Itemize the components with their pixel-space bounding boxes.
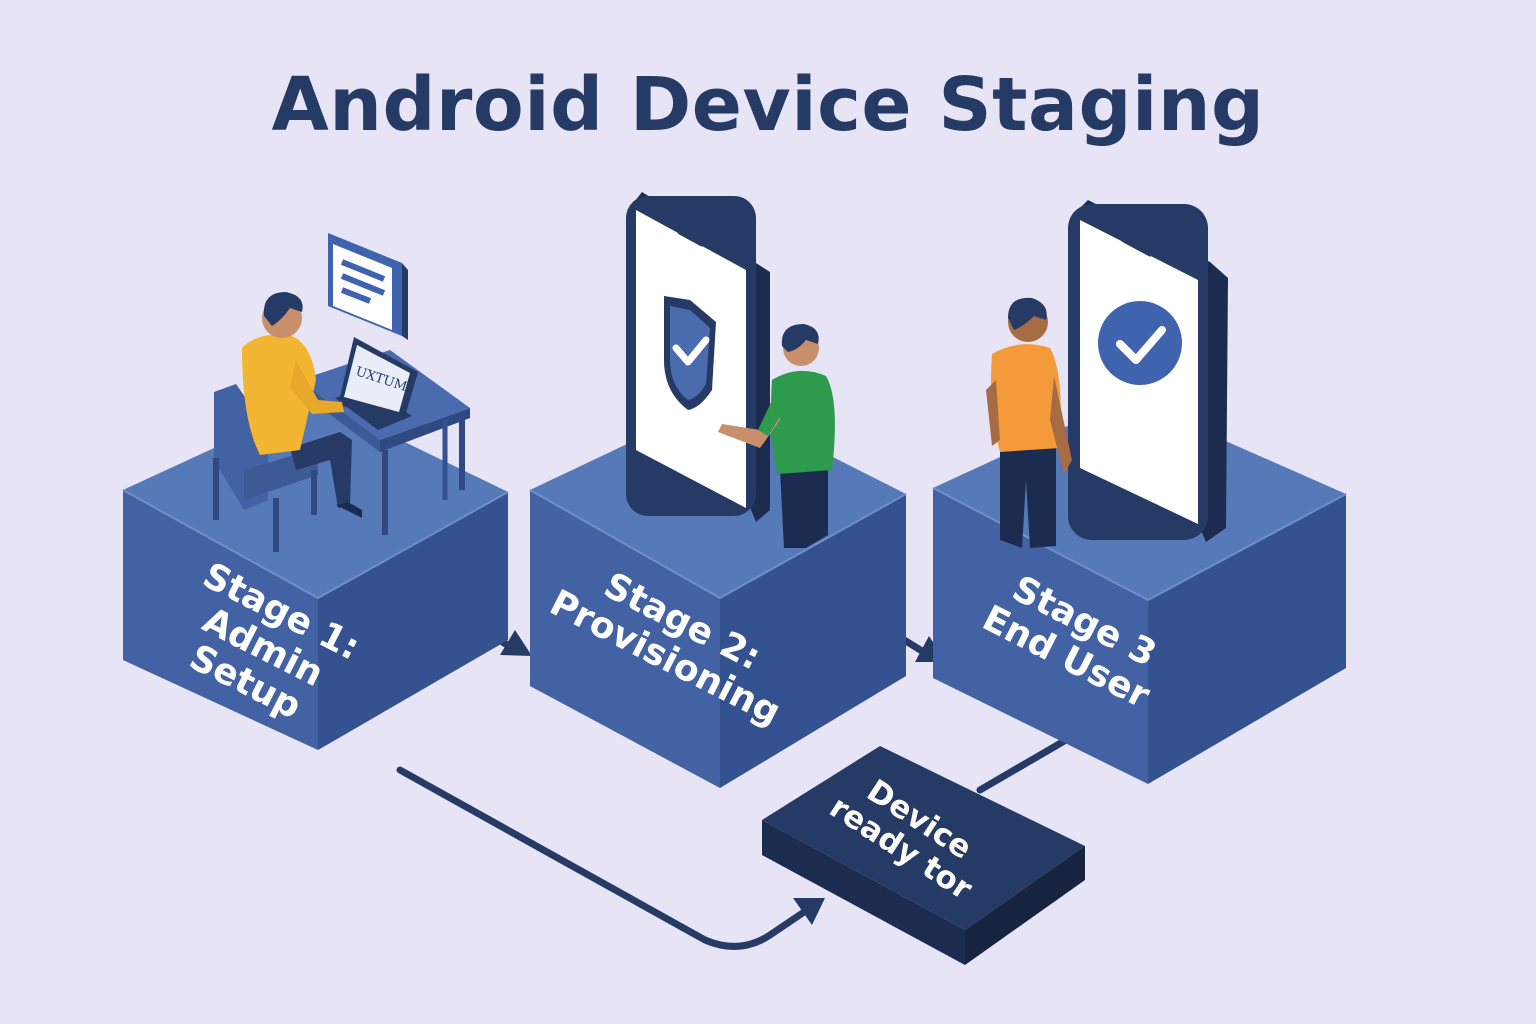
check-circle-icon	[1098, 301, 1182, 385]
end-user-person	[986, 297, 1072, 548]
admin-person	[242, 292, 362, 518]
shield-check-icon	[664, 296, 716, 410]
diagram-title: Android Device Staging	[271, 62, 1265, 148]
document-icon	[328, 233, 408, 340]
laptop-icon: UXTUM	[335, 337, 418, 430]
connector-stage1-to-ready	[396, 766, 814, 950]
device-ready-box	[762, 746, 1085, 965]
arrowhead-ready	[793, 898, 825, 925]
provisioning-person	[718, 324, 835, 548]
arrowhead-stage2	[500, 630, 532, 656]
connector-stage3-to-ready	[976, 729, 1082, 794]
phone-stage-2	[626, 192, 770, 522]
